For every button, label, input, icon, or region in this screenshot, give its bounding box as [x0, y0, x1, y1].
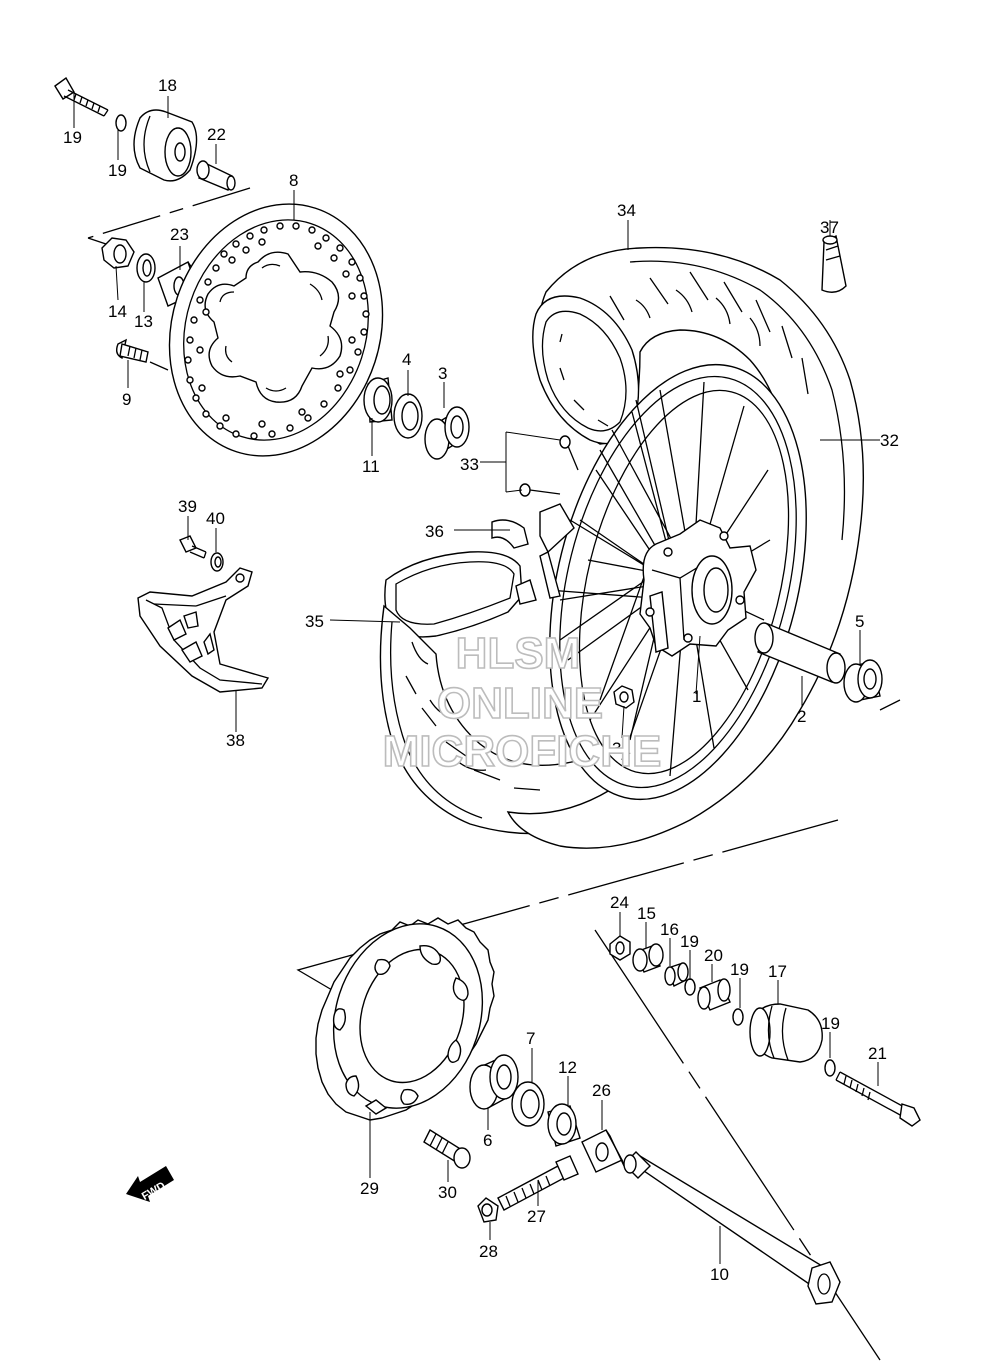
- callout-32: 32: [880, 431, 899, 450]
- callout-31: 31: [612, 739, 631, 758]
- callout-19-c: 19: [821, 1014, 840, 1033]
- callout-30: 30: [438, 1183, 457, 1202]
- callout-11: 11: [362, 457, 380, 476]
- part-26-chain-adjuster: [581, 1129, 625, 1173]
- callout-23: 19: [63, 128, 82, 147]
- callout-36: 36: [425, 522, 444, 541]
- part-8-brake-disc: [168, 203, 384, 457]
- part-9-disc-screw: [115, 338, 149, 363]
- callout-10: 10: [710, 1265, 729, 1284]
- part-7-oil-seal: [511, 1081, 545, 1127]
- callout-27: 27: [527, 1207, 546, 1226]
- callout-1: 1: [692, 687, 701, 706]
- callout-15: 15: [637, 904, 656, 923]
- callout-34: 34: [617, 201, 636, 220]
- part-19-washer-c: [824, 1059, 836, 1077]
- callout-6: 6: [483, 1131, 492, 1150]
- part-13-washer: [136, 253, 156, 283]
- callout-25: 23: [170, 225, 189, 244]
- part-23-axle-bolt: [54, 76, 109, 117]
- part-21-axle-bolt: [835, 1071, 921, 1127]
- part-3-bearing: [424, 406, 470, 460]
- callout-12: 12: [558, 1058, 577, 1077]
- callout-22: 24: [610, 893, 629, 912]
- part-10-rear-axle: [623, 1151, 841, 1305]
- part-16-collar: [664, 962, 689, 987]
- part-31-valve-nut: [613, 685, 635, 709]
- part-15-collar: [632, 943, 664, 973]
- part-4-oil-seal: [393, 393, 423, 439]
- part-18-wheel-cap: [133, 109, 198, 182]
- part-28-washer: [477, 1197, 499, 1223]
- part-37-valve-cap: [821, 234, 847, 293]
- callout-18: 18: [158, 76, 177, 95]
- part-29-rear-sprocket: [315, 917, 495, 1121]
- part-6-bearing: [469, 1054, 519, 1110]
- part-12-spacer: [547, 1103, 581, 1147]
- callout-26: 26: [592, 1081, 611, 1100]
- callout-39: 39: [178, 497, 197, 516]
- callout-4: 4: [402, 350, 411, 369]
- callout-14: 14: [108, 302, 127, 321]
- watermark-line-2: ONLINE: [437, 679, 603, 728]
- part-2-spacer: [754, 622, 846, 684]
- part-27-adjuster-bolt: [497, 1155, 579, 1211]
- wheel-hub: [639, 519, 757, 657]
- part-19-washer-a: [684, 978, 696, 996]
- sprocket-lightening-holes: [332, 945, 469, 1106]
- callout-19-a: 19: [680, 932, 699, 951]
- callout-numbers: 19 18 19 22 8 23 14 13 9 4 3 11 33 36 35…: [63, 76, 899, 1284]
- watermark: HLSM ONLINE MICROFICHE: [382, 628, 662, 777]
- callout-13: 13: [134, 312, 153, 331]
- part-30-sprocket-bolt: [423, 1128, 471, 1169]
- callout-2: 2: [797, 707, 806, 726]
- callout-9: 9: [122, 390, 131, 409]
- watermark-line-1: HLSM: [456, 629, 581, 678]
- part-39-cover-bolt: [179, 535, 207, 559]
- callout-7: 7: [526, 1029, 535, 1048]
- callout-3: 3: [438, 364, 447, 383]
- part-40-washer: [210, 552, 224, 572]
- callout-8: 8: [289, 171, 298, 190]
- part-14-nut: [101, 237, 135, 269]
- part-19-washer-b: [732, 1008, 744, 1026]
- callout-35: 35: [305, 612, 324, 631]
- part-19-washer-upper: [115, 114, 127, 132]
- callout-17: 17: [768, 962, 787, 981]
- callout-37: 37: [820, 218, 839, 237]
- part-24-collar: [196, 160, 236, 191]
- callout-leader-lines: [73, 92, 880, 1264]
- callout-19-upper: 19: [108, 161, 127, 180]
- part-20-spacer: [697, 978, 731, 1011]
- part-1-wheel-assembly: [539, 363, 807, 801]
- watermark-line-3: MICROFICHE: [383, 727, 662, 776]
- callout-20: 20: [704, 946, 723, 965]
- part-5-bearing: [843, 659, 883, 703]
- callout-29: 29: [360, 1179, 379, 1198]
- disc-vent-holes: [184, 222, 370, 440]
- callout-38: 38: [226, 731, 245, 750]
- callout-21: 21: [868, 1044, 887, 1063]
- callout-28: 28: [479, 1242, 498, 1261]
- part-22-axle-nut: [609, 935, 631, 961]
- callout-16: 16: [660, 920, 679, 939]
- part-38-disc-cover: [137, 567, 270, 693]
- callout-33: 33: [460, 455, 479, 474]
- callout-5: 5: [855, 612, 864, 631]
- callout-24: 22: [207, 125, 226, 144]
- part-11-spacer: [363, 377, 393, 423]
- part-36-rim-band: [491, 519, 529, 549]
- part-33-spoke-nipples: [519, 435, 579, 497]
- callout-19-b: 19: [730, 960, 749, 979]
- part-17-axle-cap: [749, 1003, 823, 1063]
- fwd-arrow-icon: FWD: [126, 1166, 174, 1203]
- callout-40: 40: [206, 509, 225, 528]
